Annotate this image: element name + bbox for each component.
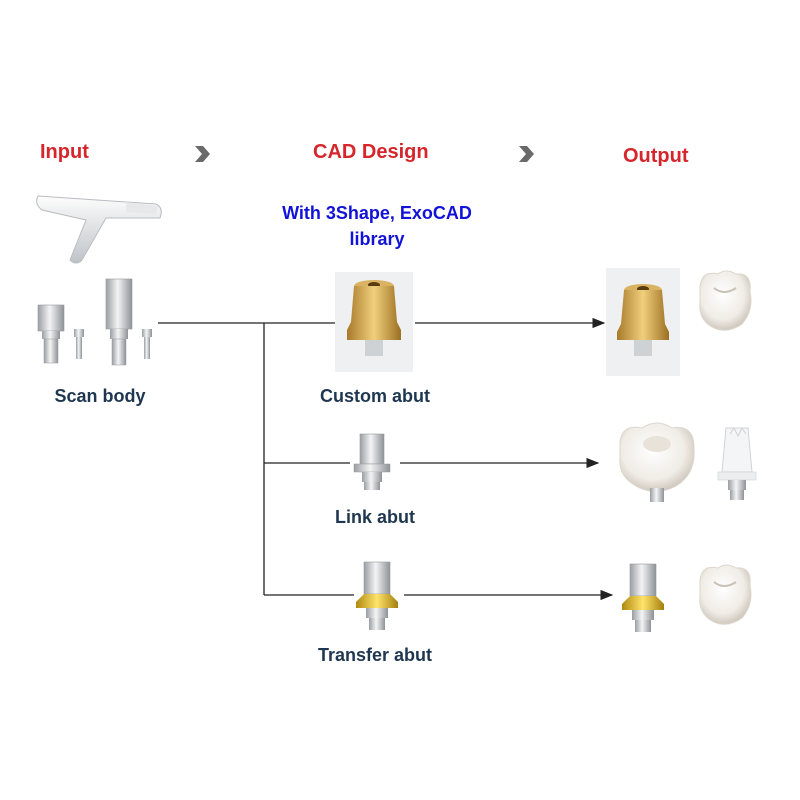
cad-subtitle: With 3Shape, ExoCAD library — [262, 200, 492, 252]
intraoral-scanner-image — [36, 195, 162, 264]
custom-abutment-icon — [347, 280, 401, 356]
label-scan-body: Scan body — [54, 386, 146, 406]
cad-subtitle-line1: With 3Shape, ExoCAD — [282, 203, 472, 223]
chevron-right-icon — [519, 146, 534, 162]
output-custom-abutment-image — [606, 268, 680, 376]
crown-image — [699, 564, 752, 625]
link-abutment-image — [353, 433, 391, 490]
output-transfer-abutment-image — [622, 563, 664, 632]
zirconia-abutment-image — [717, 427, 757, 500]
label-link-abut: Link abut — [335, 507, 415, 527]
scan-body-image — [37, 278, 152, 366]
header-cad-design: CAD Design — [313, 141, 429, 163]
cad-subtitle-line2: library — [349, 229, 405, 249]
label-custom-abut: Custom abut — [320, 386, 430, 406]
label-transfer-abut: Transfer abut — [317, 645, 433, 665]
transfer-abutment-image — [356, 561, 398, 630]
custom-abutment-icon — [617, 284, 669, 356]
crown-image — [699, 270, 752, 331]
header-output: Output — [623, 145, 689, 167]
chevron-right-icon — [195, 146, 210, 162]
header-input: Input — [40, 141, 89, 163]
hybrid-crown-image — [619, 422, 695, 502]
custom-abutment-image — [335, 272, 413, 372]
